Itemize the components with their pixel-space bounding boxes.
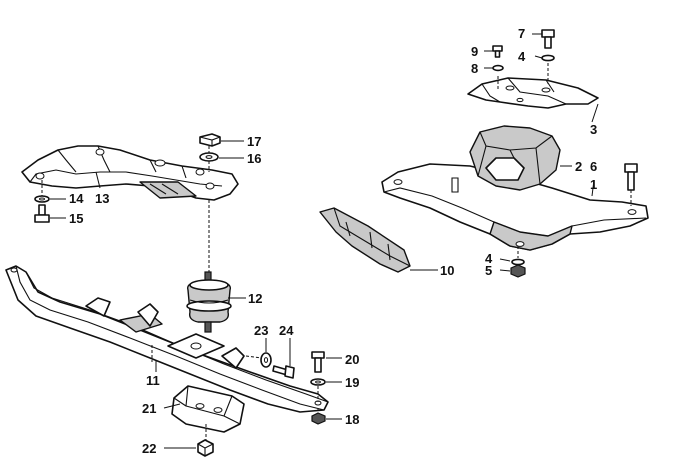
part-9-bolt [492, 45, 503, 58]
callout-17: 17 [247, 134, 261, 149]
callout-5: 5 [485, 263, 492, 278]
leader-lines [50, 33, 599, 449]
part-6-bolt [624, 163, 638, 191]
callout-14: 14 [69, 191, 84, 206]
callout-3: 3 [590, 122, 597, 137]
part-5-nut [510, 264, 526, 278]
part-18-nut [311, 412, 326, 425]
callout-22: 22 [142, 441, 156, 456]
part-4-washer-bottom [511, 258, 525, 266]
callout-2: 2 [575, 159, 582, 174]
part-21-lower-bracket [171, 385, 245, 433]
callout-9: 9 [471, 44, 478, 59]
callout-23: 23 [254, 323, 268, 338]
callout-4-bottom: 4 [485, 251, 493, 266]
part-17-nut [199, 133, 221, 147]
callout-15: 15 [69, 211, 83, 226]
part-12-rubber-mount [186, 271, 232, 333]
callout-11: 11 [146, 373, 160, 388]
part-14-washer [34, 195, 50, 203]
callout-4-top: 4 [518, 49, 526, 64]
part-24-bolt [272, 365, 295, 379]
callout-16: 16 [247, 151, 261, 166]
callout-12: 12 [248, 291, 262, 306]
callout-18: 18 [345, 412, 359, 427]
part-8-washer [492, 64, 504, 72]
callout-21: 21 [142, 401, 156, 416]
callout-1: 1 [590, 177, 597, 192]
part-7-bolt [541, 29, 555, 49]
part-15-bolt [34, 204, 50, 223]
part-16-washer [199, 152, 219, 162]
callout-19: 19 [345, 375, 359, 390]
callout-7: 7 [518, 26, 525, 41]
part-2-transmission-mount [469, 125, 561, 191]
callout-10: 10 [440, 263, 454, 278]
callout-24: 24 [279, 323, 294, 338]
part-4-washer-top [541, 54, 555, 62]
part-23-washer [260, 352, 272, 368]
part-22-nut [197, 439, 214, 457]
part-1-transmission-crossmember [381, 163, 649, 251]
callout-8: 8 [471, 61, 478, 76]
part-20-bolt [311, 351, 325, 373]
part-11-crossmember-rail [5, 265, 329, 413]
part-3-cover-plate [467, 77, 599, 109]
callout-6: 6 [590, 159, 597, 174]
part-19-washer [310, 378, 326, 386]
callout-13: 13 [95, 191, 109, 206]
part-10-heat-shield [319, 207, 411, 273]
callout-labels: 1 2 3 4 4 5 6 7 8 9 10 11 12 13 14 15 16… [69, 26, 597, 456]
callout-20: 20 [345, 352, 359, 367]
part-13-upper-bracket [21, 145, 239, 201]
